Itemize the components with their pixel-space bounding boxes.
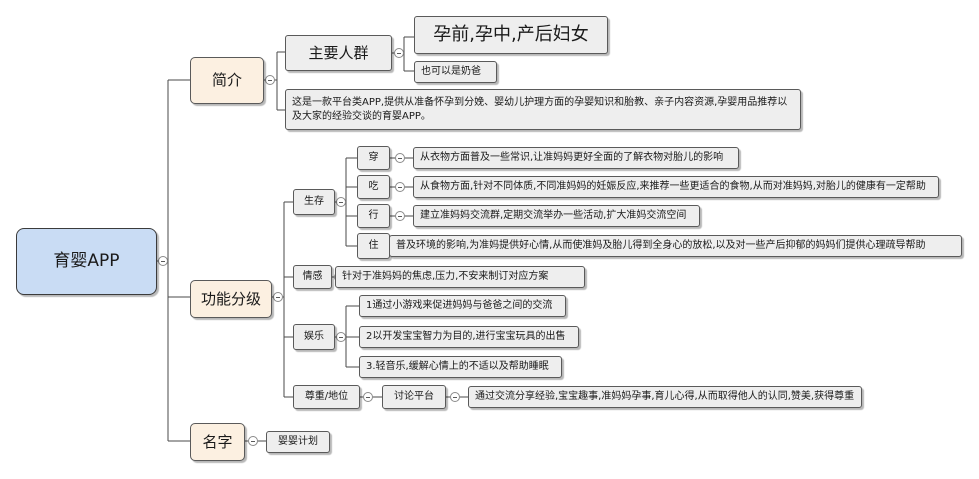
node-wear-text-content: 从衣物方面普及一些常识,让准妈妈更好全面的了解衣物对胎儿的影响 [420, 152, 724, 164]
node-travel-text[interactable]: 建立准妈妈交流群,定期交流举办一些活动,扩大准妈交流空间 [413, 205, 700, 227]
node-main-group-women[interactable]: 孕前,孕中,产后妇女 [414, 16, 608, 54]
node-emotion-text-content: 针对于准妈妈的焦虑,压力,不安来制订对应方案 [342, 271, 549, 283]
node-main-group-label: 主要人群 [308, 43, 369, 62]
collapse-toggle-wear[interactable] [395, 153, 405, 163]
node-survival-label: 生存 [304, 196, 324, 208]
branch-intro-label: 简介 [211, 71, 242, 90]
node-entertainment[interactable]: 娱乐 [293, 324, 335, 350]
node-entertainment-item-2[interactable]: 2以开发宝宝智力为目的,进行宝宝玩具的出售 [359, 326, 579, 348]
node-wear[interactable]: 穿 [357, 146, 390, 170]
node-entertainment-label: 娱乐 [304, 331, 324, 343]
node-emotion[interactable]: 情感 [293, 265, 332, 289]
node-entertainment-item-3[interactable]: 3.轻音乐,缓解心情上的不适以及帮助睡眠 [359, 356, 562, 378]
collapse-toggle-name[interactable] [248, 436, 258, 446]
node-eat-text[interactable]: 从食物方面,针对不同体质,不同准妈妈的妊娠反应,来推荐一些更适合的食物,从而对准… [413, 176, 939, 198]
node-main-group-dad[interactable]: 也可以是奶爸 [414, 61, 497, 83]
node-platform-label: 讨论平台 [394, 391, 434, 403]
collapse-toggle-root[interactable] [158, 256, 168, 266]
node-entertainment-item-1-text: 1通过小游戏来促进妈妈与爸爸之间的交流 [366, 300, 553, 312]
node-eat-text-content: 从食物方面,针对不同体质,不同准妈妈的妊娠反应,来推荐一些更适合的食物,从而对准… [420, 181, 926, 193]
collapse-toggle-intro[interactable] [265, 75, 275, 85]
branch-functions[interactable]: 功能分级 [190, 280, 272, 318]
node-wear-label: 穿 [368, 152, 379, 164]
branch-name-label: 名字 [202, 432, 233, 451]
collapse-toggle-travel[interactable] [395, 211, 405, 221]
node-name-value[interactable]: 婴婴计划 [266, 431, 330, 453]
node-platform-text[interactable]: 通过交流分享经验,宝宝趣事,准妈妈孕事,育儿心得,从而取得他人的认同,赞美,获得… [468, 386, 862, 408]
collapse-toggle-platform[interactable] [450, 392, 460, 402]
node-main-group-dad-label: 也可以是奶爸 [421, 66, 481, 78]
node-entertainment-item-1[interactable]: 1通过小游戏来促进妈妈与爸爸之间的交流 [359, 295, 566, 317]
node-live-text-content: 普及环境的影响,为准妈提供好心情,从而使准妈及胎儿得到全身心的放松,以及对一些产… [396, 240, 926, 252]
collapse-toggle-respect[interactable] [363, 392, 373, 402]
node-live-text[interactable]: 普及环境的影响,为准妈提供好心情,从而使准妈及胎儿得到全身心的放松,以及对一些产… [389, 235, 962, 257]
node-intro-description[interactable]: 这是一款平台类APP,提供从准备怀孕到分娩、婴幼儿护理方面的孕婴知识和胎教、亲子… [285, 89, 801, 130]
node-emotion-text[interactable]: 针对于准妈妈的焦虑,压力,不安来制订对应方案 [335, 266, 585, 288]
node-main-group[interactable]: 主要人群 [285, 35, 392, 71]
root-node[interactable]: 育婴APP [16, 228, 157, 295]
node-wear-text[interactable]: 从衣物方面普及一些常识,让准妈妈更好全面的了解衣物对胎儿的影响 [413, 147, 739, 169]
node-entertainment-item-2-text: 2以开发宝宝智力为目的,进行宝宝玩具的出售 [366, 331, 566, 343]
node-respect[interactable]: 尊重/地位 [293, 385, 360, 409]
branch-functions-label: 功能分级 [200, 289, 261, 308]
node-travel-text-content: 建立准妈妈交流群,定期交流举办一些活动,扩大准妈交流空间 [420, 210, 687, 222]
node-platform-text-content: 通过交流分享经验,宝宝趣事,准妈妈孕事,育儿心得,从而取得他人的认同,赞美,获得… [475, 391, 855, 403]
node-entertainment-item-3-text: 3.轻音乐,缓解心情上的不适以及帮助睡眠 [366, 361, 549, 373]
node-emotion-label: 情感 [302, 271, 323, 283]
node-respect-label: 尊重/地位 [304, 391, 349, 403]
branch-name[interactable]: 名字 [190, 423, 245, 461]
node-platform[interactable]: 讨论平台 [382, 385, 446, 409]
node-eat[interactable]: 吃 [357, 175, 390, 199]
collapse-toggle-eat[interactable] [395, 182, 405, 192]
collapse-toggle-main-group[interactable] [394, 48, 404, 58]
node-eat-label: 吃 [368, 181, 379, 193]
node-name-value-text: 婴婴计划 [278, 436, 318, 448]
collapse-toggle-functions[interactable] [273, 292, 283, 302]
node-intro-description-text: 这是一款平台类APP,提供从准备怀孕到分娩、婴幼儿护理方面的孕婴知识和胎教、亲子… [292, 97, 788, 122]
node-travel[interactable]: 行 [357, 204, 390, 228]
node-live[interactable]: 住 [357, 233, 390, 259]
node-travel-label: 行 [368, 210, 379, 222]
node-live-label: 住 [368, 240, 379, 252]
root-label: 育婴APP [53, 251, 120, 272]
node-main-group-women-label: 孕前,孕中,产后妇女 [433, 23, 589, 45]
branch-intro[interactable]: 简介 [190, 57, 264, 104]
collapse-toggle-survival[interactable] [336, 197, 346, 207]
node-survival[interactable]: 生存 [293, 189, 335, 215]
collapse-toggle-entertainment[interactable] [336, 332, 346, 342]
